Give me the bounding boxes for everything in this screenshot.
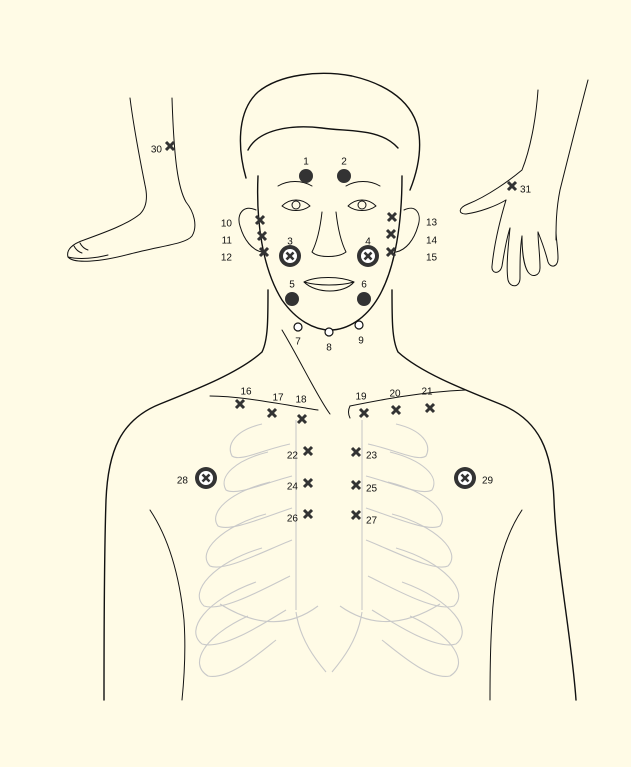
point-13: 13 bbox=[388, 213, 438, 229]
point-ring-marker bbox=[454, 467, 476, 489]
point-20: 20 bbox=[389, 389, 401, 414]
point-1: 1 bbox=[299, 157, 313, 183]
point-ring-marker bbox=[279, 245, 301, 267]
point-cross-marker bbox=[387, 248, 395, 256]
point-label: 29 bbox=[482, 476, 494, 487]
point-dot-marker bbox=[357, 292, 371, 306]
point-11: 11 bbox=[222, 232, 266, 247]
point-cross-marker bbox=[268, 409, 276, 417]
point-23: 23 bbox=[352, 448, 378, 462]
point-label: 30 bbox=[151, 145, 163, 156]
point-cross-marker bbox=[508, 182, 516, 190]
point-label: 16 bbox=[240, 387, 252, 398]
point-open-marker bbox=[294, 323, 302, 331]
point-dot-marker bbox=[285, 292, 299, 306]
point-dot-marker bbox=[299, 169, 313, 183]
point-27: 27 bbox=[352, 511, 378, 527]
point-ring-marker bbox=[357, 245, 379, 267]
point-24: 24 bbox=[287, 479, 312, 493]
point-label: 10 bbox=[221, 219, 233, 230]
point-label: 22 bbox=[287, 451, 299, 462]
point-label: 15 bbox=[426, 253, 438, 264]
point-label: 25 bbox=[366, 484, 378, 495]
point-cross-marker bbox=[236, 400, 244, 408]
foot-illustration bbox=[68, 98, 195, 261]
point-label: 7 bbox=[295, 337, 301, 348]
point-label: 13 bbox=[426, 218, 438, 229]
point-cross-marker bbox=[392, 406, 400, 414]
rib-cage bbox=[196, 420, 462, 676]
point-29: 29 bbox=[454, 467, 494, 489]
point-14: 14 bbox=[387, 230, 438, 247]
point-22: 22 bbox=[287, 447, 312, 462]
injection-points: 1234567891011121314151617181920212223242… bbox=[151, 142, 532, 527]
point-21: 21 bbox=[421, 387, 434, 412]
point-cross-marker bbox=[298, 415, 306, 423]
point-label: 20 bbox=[389, 389, 401, 400]
point-label: 24 bbox=[287, 482, 299, 493]
point-cross-marker bbox=[166, 142, 174, 150]
point-cross-marker bbox=[387, 230, 395, 238]
point-open-marker bbox=[325, 328, 333, 336]
torso-illustration bbox=[104, 290, 576, 700]
point-ring-marker bbox=[195, 467, 217, 489]
point-15: 15 bbox=[387, 248, 438, 264]
point-25: 25 bbox=[352, 481, 378, 495]
point-label: 5 bbox=[289, 280, 295, 291]
point-cross-marker bbox=[352, 448, 360, 456]
point-label: 19 bbox=[355, 392, 367, 403]
point-cross-marker bbox=[388, 213, 396, 221]
point-cross-marker bbox=[304, 447, 312, 455]
point-label: 3 bbox=[287, 237, 293, 248]
point-18: 18 bbox=[295, 395, 307, 423]
point-cross-marker bbox=[258, 232, 266, 240]
point-label: 17 bbox=[272, 393, 284, 404]
point-label: 6 bbox=[361, 280, 367, 291]
point-28: 28 bbox=[177, 467, 217, 489]
point-7: 7 bbox=[294, 323, 302, 348]
point-label: 9 bbox=[358, 336, 364, 347]
point-26: 26 bbox=[287, 510, 312, 525]
point-31: 31 bbox=[508, 182, 532, 196]
point-label: 27 bbox=[366, 516, 378, 527]
point-5: 5 bbox=[285, 280, 299, 306]
point-6: 6 bbox=[357, 280, 371, 306]
point-label: 1 bbox=[303, 157, 309, 168]
point-label: 2 bbox=[341, 157, 347, 168]
point-label: 8 bbox=[326, 343, 332, 354]
point-12: 12 bbox=[221, 248, 268, 264]
point-label: 28 bbox=[177, 476, 189, 487]
point-4: 4 bbox=[357, 237, 379, 267]
point-label: 18 bbox=[295, 395, 307, 406]
point-label: 12 bbox=[221, 253, 233, 264]
point-17: 17 bbox=[268, 393, 284, 417]
point-label: 11 bbox=[222, 236, 233, 247]
point-label: 4 bbox=[365, 237, 371, 248]
point-cross-marker bbox=[256, 216, 264, 224]
point-8: 8 bbox=[325, 328, 333, 354]
point-2: 2 bbox=[337, 157, 351, 183]
point-cross-marker bbox=[426, 404, 434, 412]
point-30: 30 bbox=[151, 142, 174, 156]
hand-illustration bbox=[460, 80, 588, 286]
body-outline bbox=[68, 73, 588, 700]
point-cross-marker bbox=[304, 479, 312, 487]
point-label: 26 bbox=[287, 514, 299, 525]
point-dot-marker bbox=[337, 169, 351, 183]
point-10: 10 bbox=[221, 216, 264, 230]
point-cross-marker bbox=[352, 511, 360, 519]
point-open-marker bbox=[355, 321, 363, 329]
point-label: 21 bbox=[421, 387, 433, 398]
point-label: 23 bbox=[366, 451, 378, 462]
point-3: 3 bbox=[279, 237, 301, 267]
point-9: 9 bbox=[355, 321, 364, 347]
point-cross-marker bbox=[360, 409, 368, 417]
point-label: 14 bbox=[426, 236, 438, 247]
point-cross-marker bbox=[304, 510, 312, 518]
point-cross-marker bbox=[352, 481, 360, 489]
point-label: 31 bbox=[520, 185, 532, 196]
